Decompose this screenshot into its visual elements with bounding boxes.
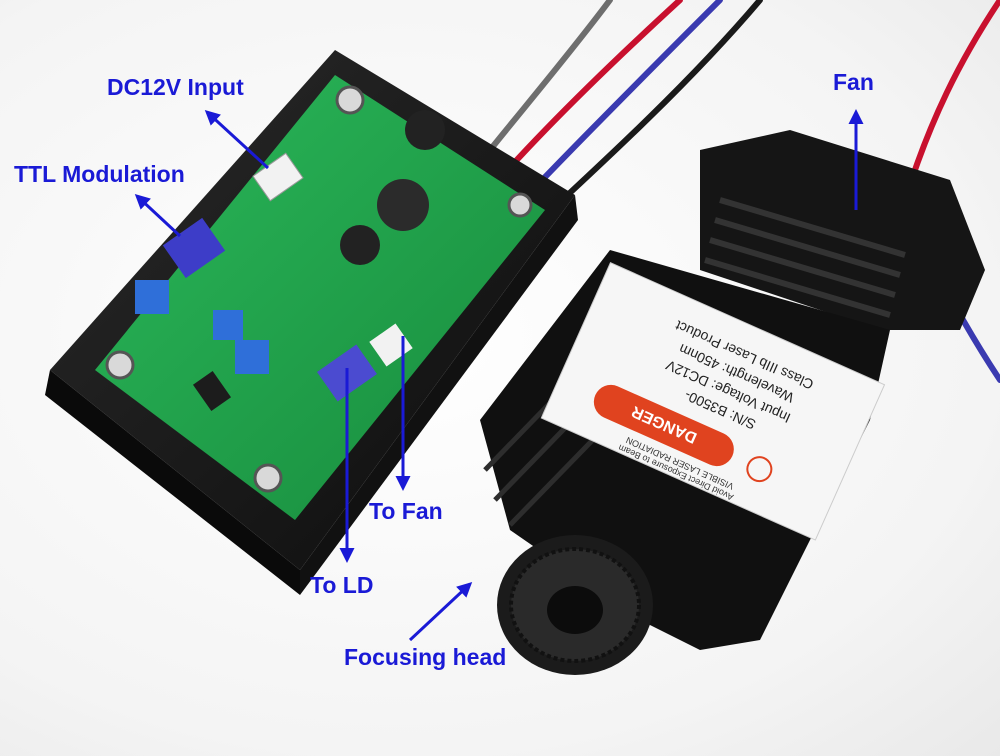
laser-hazard-icon	[746, 456, 773, 483]
callout-fan: Fan	[833, 69, 874, 95]
arrow-focusing-head	[408, 581, 473, 642]
focusing-lens	[497, 535, 653, 675]
driver-pcb	[95, 75, 545, 520]
arrow-ttl	[134, 193, 182, 238]
callout-ttl-modulation: TTL Modulation	[14, 161, 185, 187]
callout-dc12v-input: DC12V Input	[107, 74, 244, 100]
arrow-dc-input	[204, 109, 270, 170]
callout-focusing-head: Focusing head	[344, 644, 507, 670]
callout-arrows	[134, 109, 864, 642]
danger-badge	[593, 384, 734, 467]
callout-to-ld: To LD	[310, 572, 374, 598]
callout-to-fan: To Fan	[369, 498, 443, 524]
